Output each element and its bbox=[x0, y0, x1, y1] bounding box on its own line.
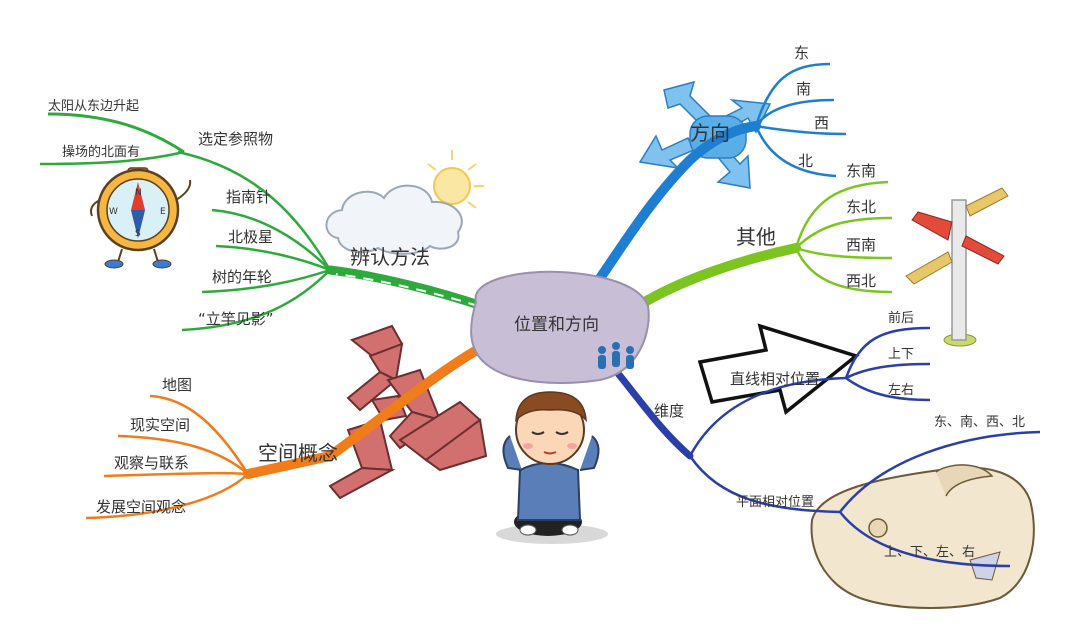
reference-example-0: 太阳从东边升起 bbox=[48, 99, 139, 114]
compass-icon: N S E W bbox=[90, 167, 192, 269]
line-child-2: 左右 bbox=[888, 383, 914, 398]
dimension-label: 维度 bbox=[654, 402, 684, 420]
treasure-map-icon bbox=[810, 464, 1035, 609]
space-child-0: 地图 bbox=[162, 376, 192, 394]
other-label: 其他 bbox=[736, 225, 776, 249]
identify-label: 辨认方法 bbox=[350, 245, 430, 269]
space-child-2: 观察与联系 bbox=[114, 454, 189, 472]
identify-child-1: 指南针 bbox=[226, 188, 271, 206]
space-subbranches bbox=[85, 394, 250, 520]
identify-child-4: “立竿见影” bbox=[198, 310, 274, 328]
dimension-subbranches bbox=[688, 326, 1041, 568]
signpost-icon bbox=[905, 187, 1009, 347]
arrow-sign-icon bbox=[697, 323, 860, 416]
line-relative-label: 直线相对位置 bbox=[730, 370, 820, 388]
center-node[interactable]: 位置和方向 bbox=[470, 270, 650, 384]
identify-trunk bbox=[325, 265, 487, 311]
people-icon bbox=[598, 342, 634, 369]
identify-child-3: 树的年轮 bbox=[212, 268, 272, 286]
center-label: 位置和方向 bbox=[514, 315, 599, 335]
reference-example-1: 操场的北面有 bbox=[62, 144, 140, 160]
plane-relative-label: 平面相对位置 bbox=[736, 495, 814, 510]
direction-child-2: 西 bbox=[814, 114, 829, 132]
compass-letter-e: E bbox=[160, 207, 166, 217]
plane-child-0: 东、南、西、北 bbox=[934, 414, 1025, 430]
identify-child-0: 选定参照物 bbox=[198, 130, 273, 148]
compass-letter-w: W bbox=[109, 207, 118, 217]
sun-cloud-icon bbox=[325, 150, 484, 255]
other-child-0: 东南 bbox=[846, 162, 876, 180]
thinking-boy-icon bbox=[496, 391, 608, 544]
line-child-0: 前后 bbox=[888, 310, 914, 326]
direction-label: 方向 bbox=[690, 121, 730, 145]
plane-child-1: 上、下、左、右 bbox=[884, 545, 975, 560]
direction-child-0: 东 bbox=[794, 44, 809, 62]
direction-trunk bbox=[591, 121, 761, 289]
direction-subbranches bbox=[754, 62, 847, 178]
direction-child-1: 南 bbox=[796, 80, 811, 98]
dimension-trunk bbox=[608, 362, 694, 460]
compass-letter-s: S bbox=[135, 229, 141, 239]
space-child-3: 发展空间观念 bbox=[96, 498, 186, 516]
space-label: 空间概念 bbox=[258, 441, 338, 465]
other-child-2: 西南 bbox=[846, 236, 876, 254]
other-child-1: 东北 bbox=[846, 198, 876, 216]
other-trunk bbox=[633, 243, 801, 311]
direction-child-3: 北 bbox=[798, 152, 813, 170]
space-trunk bbox=[243, 341, 489, 479]
space-child-1: 现实空间 bbox=[130, 416, 190, 434]
line-child-1: 上下 bbox=[888, 347, 914, 362]
penrose-triangle-icon bbox=[328, 324, 488, 500]
identify-subbranches bbox=[39, 112, 332, 332]
compass-letter-n: N bbox=[135, 188, 142, 198]
other-child-3: 西北 bbox=[846, 272, 876, 290]
identify-child-2: 北极星 bbox=[228, 228, 273, 246]
other-subbranches bbox=[794, 180, 893, 294]
